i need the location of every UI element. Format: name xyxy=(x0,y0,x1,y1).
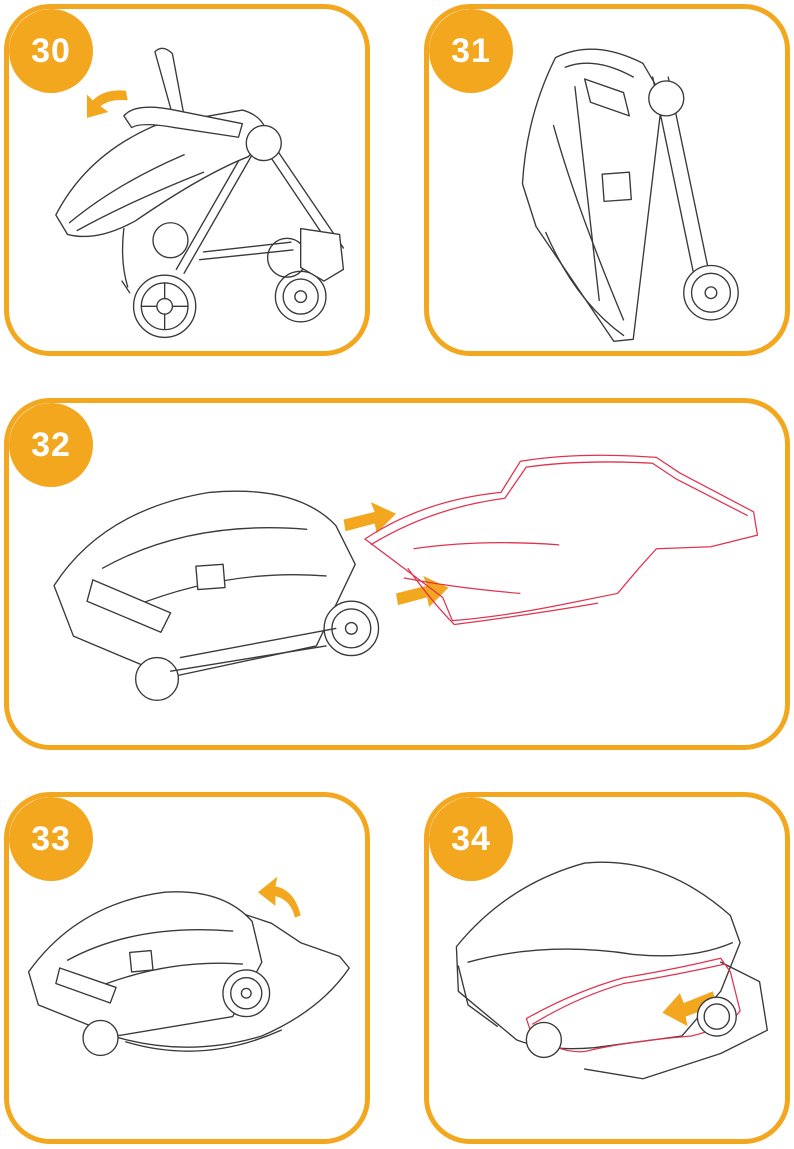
step-31-panel: 31 xyxy=(424,4,790,356)
step-34-panel: 34 xyxy=(424,792,790,1144)
step-30-panel: 30 xyxy=(4,4,370,356)
front-wheel-right xyxy=(275,271,326,322)
insert-arrow-icon xyxy=(396,576,448,607)
step-32-panel: 32 xyxy=(4,398,790,750)
step-number-badge: 33 xyxy=(9,797,93,881)
rotate-arrow-icon xyxy=(87,90,128,117)
step-number-badge: 32 xyxy=(9,403,93,487)
step-number-badge: 30 xyxy=(9,9,93,93)
travel-cover-outline xyxy=(365,455,758,624)
step-number-badge: 31 xyxy=(429,9,513,93)
step-number-badge: 34 xyxy=(429,797,513,881)
flip-arrow-icon xyxy=(258,877,301,918)
rear-wheel-left xyxy=(134,275,196,337)
insert-into-cover-illustration xyxy=(9,403,785,745)
insert-arrow-icon xyxy=(344,502,396,533)
step-33-panel: 33 xyxy=(4,792,370,1144)
